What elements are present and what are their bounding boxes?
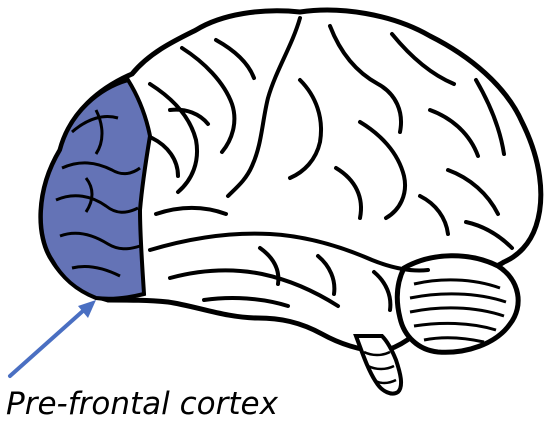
prefrontal-cortex-label: Pre-frontal cortex (6, 384, 278, 424)
pointer-arrow (10, 300, 96, 376)
